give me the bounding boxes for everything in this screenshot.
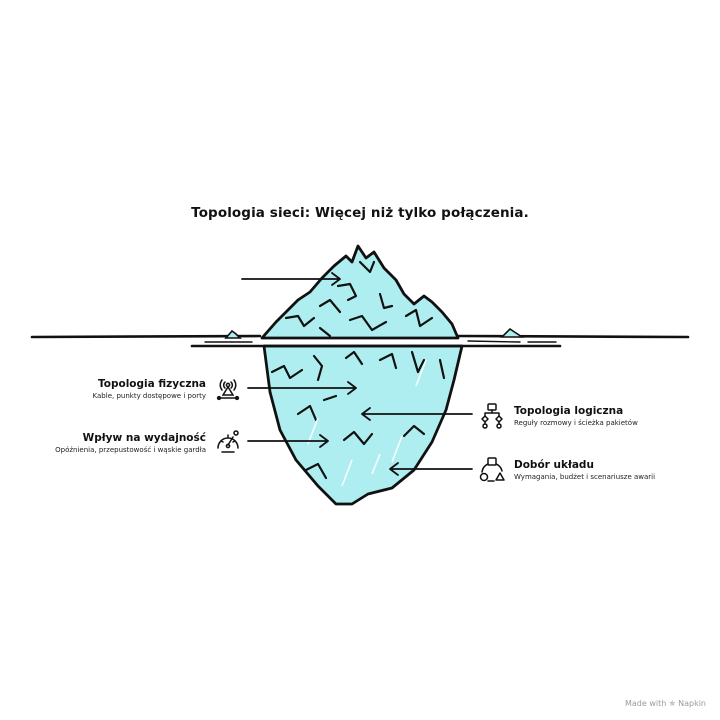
label-logical-topology-heading: Topologia logiczna [514, 405, 624, 417]
label-layout-selection-heading: Dobór układu [514, 459, 594, 471]
brand-label: Napkin [678, 699, 706, 708]
arrow-tip [241, 272, 341, 286]
label-physical-topology-description: Kable, punkty dostępowe i porty [92, 392, 206, 400]
label-performance-impact-heading: Wpływ na wydajność [82, 432, 206, 444]
arrow-logical [361, 407, 473, 421]
label-performance-impact: Wpływ na wydajność Opóźnienia, przepusto… [55, 432, 206, 455]
label-layout-selection: Dobór układu Wymagania, budżet i scenari… [514, 459, 655, 482]
label-layout-selection-description: Wymagania, budżet i scenariusze awarii [514, 473, 656, 481]
label-logical-topology: Topologia logiczna Reguły rozmowy i ście… [514, 405, 638, 428]
napkin-logo-icon: ✯ [668, 699, 676, 708]
water-line-upper [30, 334, 690, 339]
made-with-footer: Made with ✯ Napkin [625, 699, 706, 708]
made-with-label: Made with [624, 699, 667, 708]
shapes-icon [479, 457, 505, 482]
label-performance-impact-description: Opóźnienia, przepustowość i wąskie gardł… [55, 446, 206, 454]
label-logical-topology-description: Reguły rozmowy i ścieżka pakietów [514, 419, 638, 427]
page-title: Topologia sieci: Więcej niż tylko połącz… [191, 205, 529, 221]
speedometer-icon [217, 430, 239, 453]
arrow-layout [389, 462, 473, 476]
iceberg-body [262, 344, 464, 506]
arrow-physical [247, 381, 357, 395]
network-tree-icon [481, 403, 503, 429]
label-physical-topology: Topologia fizyczna Kable, punkty dostępo… [93, 378, 206, 401]
access-point-icon [216, 379, 240, 401]
arrow-performance [247, 434, 329, 448]
iceberg-tip [260, 244, 460, 340]
label-physical-topology-heading: Topologia fizyczna [97, 378, 206, 390]
